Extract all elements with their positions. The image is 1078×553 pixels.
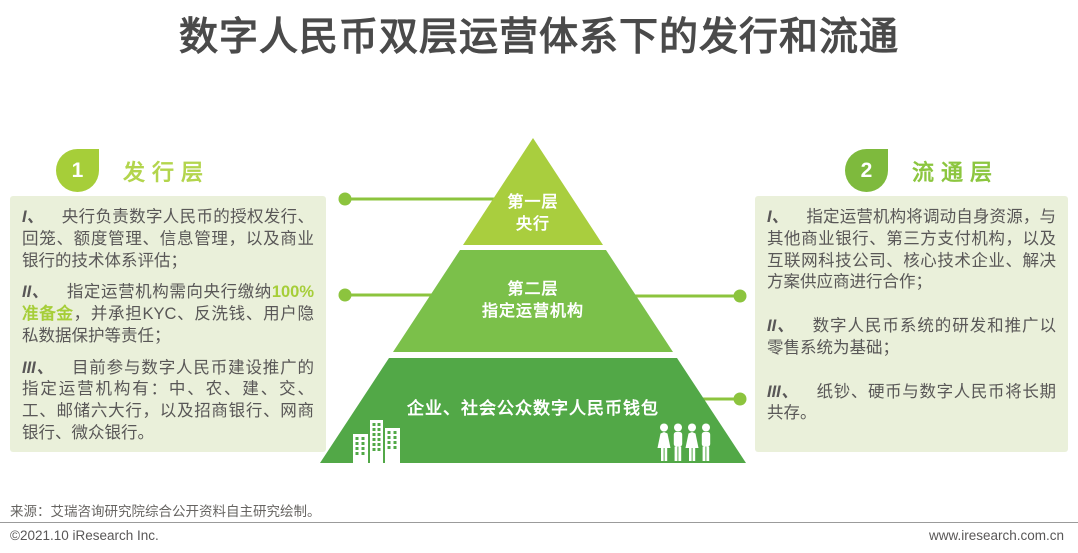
buildings-icon	[353, 420, 400, 463]
tier-2-label: 第二层 指定运营机构	[320, 279, 746, 324]
item-numeral: III、	[22, 358, 54, 377]
tier-3-label: 企业、社会公众数字人民币钱包	[407, 399, 659, 418]
connector-dot	[338, 288, 352, 302]
connector-dot	[733, 289, 747, 303]
tier-2-line2: 指定运营机构	[481, 303, 584, 321]
circulation-item-2: II、数字人民币系统的研发和推广以零售系统为基础；	[767, 316, 1056, 360]
issuance-panel: I、央行负责数字人民币的授权发行、回笼、额度管理、信息管理，以及商业银行的技术体…	[10, 196, 326, 452]
tier-1-line2: 央行	[515, 216, 550, 234]
page-title: 数字人民币双层运营体系下的发行和流通	[178, 16, 899, 59]
pyramid-diagram: 第一层 央行 第二层 指定运营机构 企业、社会公众数字人民币钱包	[320, 138, 746, 463]
issuance-item-1-text: 央行负责数字人民币的授权发行、回笼、额度管理、信息管理，以及商业银行的技术体系评…	[22, 208, 314, 270]
people-icon	[657, 423, 711, 461]
circulation-section-header: 2 流通层	[845, 149, 999, 192]
connector-dot	[338, 192, 352, 206]
item-numeral: I、	[767, 208, 789, 226]
circulation-panel: I、指定运营机构将调动自身资源，与其他商业银行、第三方支付机构，以及互联网科技公…	[755, 196, 1068, 452]
issuance-item-2: II、指定运营机构需向央行缴纳100%准备金，并承担KYC、反洗钱、用户隐私数据…	[22, 282, 314, 347]
circulation-item-3-text: 纸钞、硬币与数字人民币将长期共存。	[767, 382, 1056, 423]
issuance-item-3: III、目前参与数字人民币建设推广的指定运营机构有：中、农、建、交、工、邮储六大…	[22, 358, 314, 445]
website-text: www.iresearch.com.cn	[928, 528, 1064, 543]
issuance-section-header: 1 发行层	[56, 149, 210, 192]
copyright-text: ©2021.10 iResearch Inc.	[10, 528, 159, 543]
issuance-item-2-text-after: ，并承担KYC、反洗钱、用户隐私数据保护等责任；	[22, 305, 315, 345]
item-numeral: II、	[767, 317, 795, 336]
connector-dot	[733, 392, 747, 406]
circulation-item-2-text: 数字人民币系统的研发和推广以零售系统为基础；	[767, 317, 1057, 357]
circulation-number-badge: 2	[845, 149, 888, 192]
issuance-item-1: I、央行负责数字人民币的授权发行、回笼、额度管理、信息管理，以及商业银行的技术体…	[22, 207, 314, 272]
item-numeral: I、	[22, 208, 44, 226]
issuance-item-3-text: 目前参与数字人民币建设推广的指定运营机构有：中、农、建、交、工、邮储六大行，以及…	[22, 358, 314, 442]
tier-2-line1: 第二层	[507, 281, 559, 298]
issuance-number-badge: 1	[56, 149, 99, 192]
circulation-item-3: III、纸钞、硬币与数字人民币将长期共存。	[767, 382, 1056, 426]
circulation-item-1-text: 指定运营机构将调动自身资源，与其他商业银行、第三方支付机构，以及互联网科技公司、…	[767, 208, 1056, 292]
tier-1-line1: 第一层	[507, 194, 559, 211]
circulation-item-1: I、指定运营机构将调动自身资源，与其他商业银行、第三方支付机构，以及互联网科技公…	[767, 207, 1056, 294]
source-note: 来源：艾瑞咨询研究院综合公开资料自主研究绘制。	[10, 504, 321, 519]
item-numeral: III、	[767, 382, 799, 401]
item-numeral: II、	[22, 283, 49, 302]
circulation-section-title: 流通层	[912, 159, 1000, 185]
footer-divider	[0, 522, 1078, 523]
issuance-section-title: 发行层	[123, 159, 211, 185]
tier-1-label: 第一层 央行	[320, 192, 746, 237]
issuance-item-2-highlight: 100%准备金	[22, 283, 315, 324]
issuance-item-2-text-before: 指定运营机构需向央行缴纳	[66, 283, 272, 302]
